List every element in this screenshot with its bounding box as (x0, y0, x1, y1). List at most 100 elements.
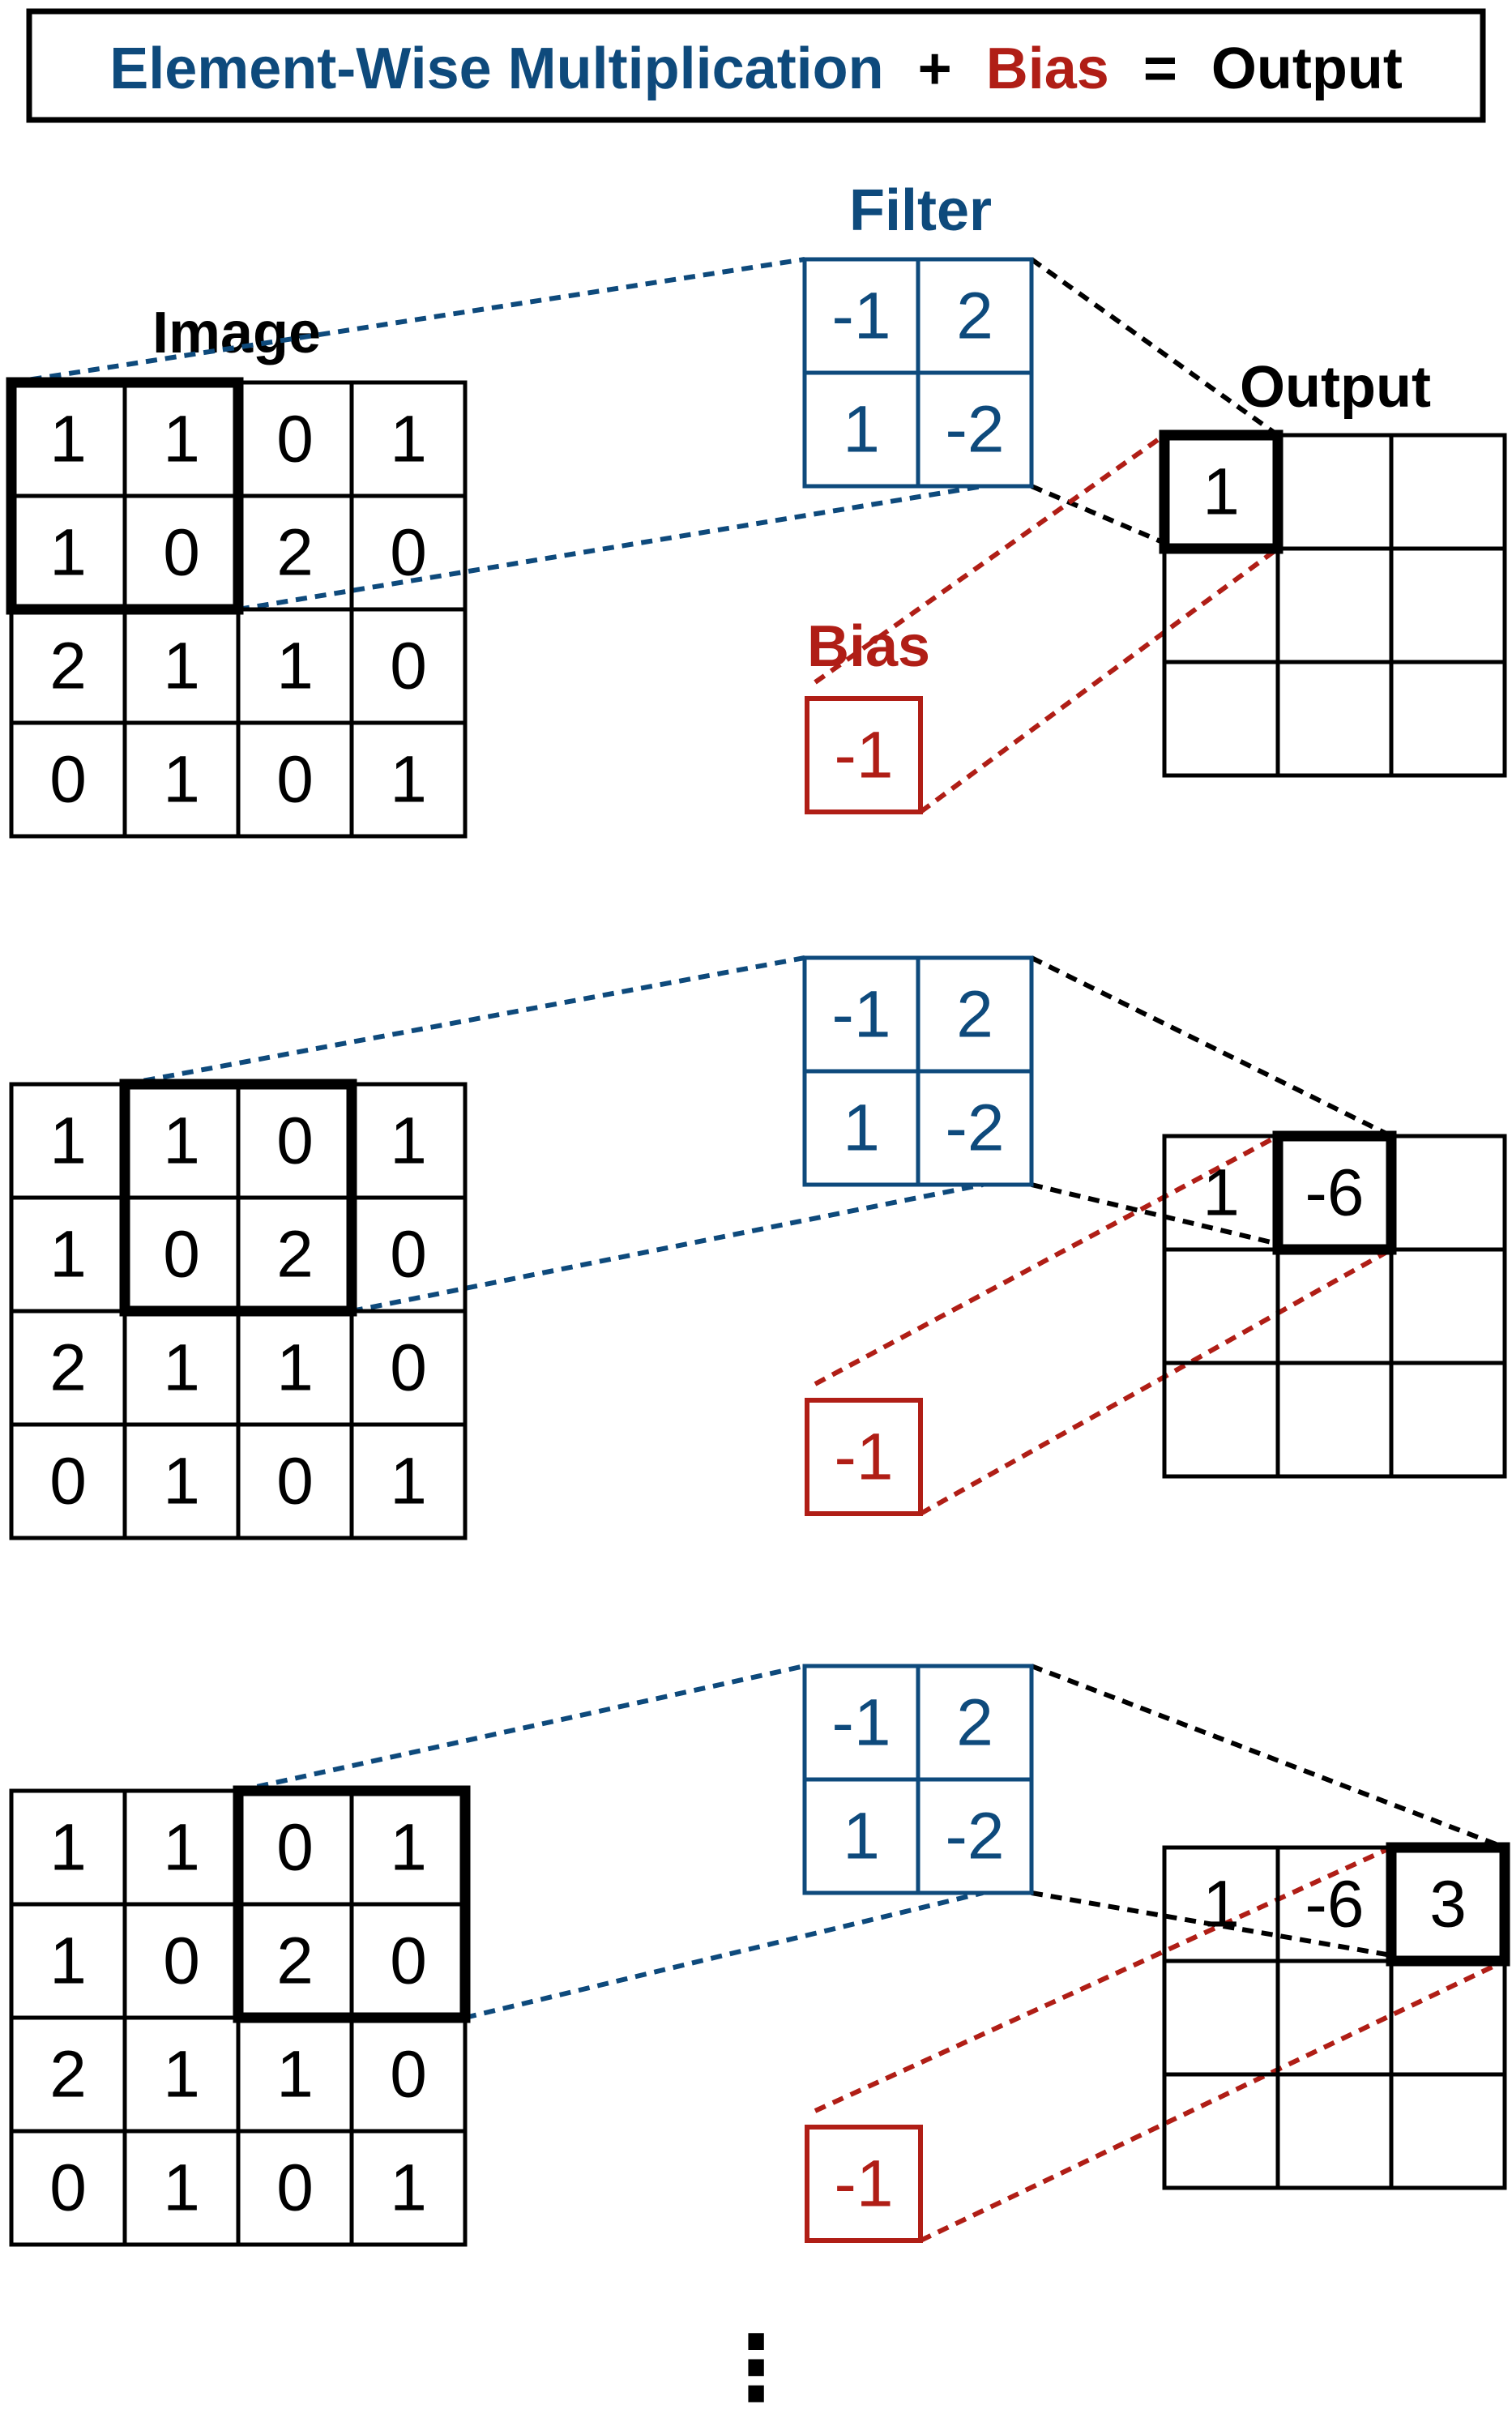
image-cell-value: 2 (49, 630, 87, 703)
filter-cell-value: 1 (843, 1091, 880, 1165)
image-cell-value: 0 (390, 516, 427, 590)
image-cell-value: 1 (163, 1104, 200, 1178)
filter-to-output-connector-bottom (1031, 1182, 1279, 1246)
output-cell-value: 1 (1202, 1156, 1240, 1230)
output-cell (1162, 660, 1280, 778)
output-cell (1275, 660, 1394, 778)
filter-cell (916, 1664, 1034, 1782)
output-cell (1389, 546, 1507, 664)
image-to-filter-connector-top (11, 257, 805, 385)
title-part-bias: Bias (986, 36, 1109, 101)
current-output-cell (1386, 1842, 1510, 1967)
filter-cell-value: 1 (843, 393, 880, 467)
image-cell-value: 0 (163, 1925, 200, 1998)
current-output-cell (1159, 429, 1283, 554)
filter-to-output-connector-bottom (1031, 1890, 1392, 1958)
image-cell (349, 720, 468, 839)
image-cell-value: 1 (163, 403, 200, 476)
image-cell-value: 1 (276, 630, 314, 703)
filter-label: Filter (849, 178, 992, 243)
image-cell-value: 0 (276, 743, 314, 817)
output-cell (1162, 1959, 1280, 2077)
image-cell-value: 1 (49, 1104, 87, 1178)
filter-cell-value: -1 (832, 1686, 891, 1760)
filter-cell-value: -1 (832, 978, 891, 1052)
image-cell-value: 0 (390, 1925, 427, 1998)
image-cell-value: 1 (390, 1104, 427, 1178)
image-cell-value: 0 (276, 1104, 314, 1178)
output-cell (1162, 546, 1280, 664)
image-cell-value: 1 (49, 1218, 87, 1292)
receptive-window (119, 1079, 357, 1317)
output-cell (1162, 1247, 1280, 1365)
image-to-filter-connector-bottom (237, 484, 984, 612)
image-cell-value: 2 (49, 2038, 87, 2112)
title-part-multiplication: Element-Wise Multiplication (109, 36, 883, 101)
image-cell-value: 1 (49, 403, 87, 476)
receptive-window (6, 377, 244, 615)
bias-to-output-connector-bottom (919, 1959, 1506, 2243)
image-to-filter-connector-top (237, 1664, 805, 1793)
image-cell-value: 1 (390, 2151, 427, 2225)
output-cell (1275, 1361, 1394, 1479)
image-cell-value: 1 (390, 1445, 427, 1519)
bias-box (805, 2125, 923, 2243)
image-to-filter-connector-bottom (351, 1182, 984, 1314)
image-cell-value: 1 (276, 1331, 314, 1405)
filter-cell (916, 370, 1034, 489)
image-cell-value: 1 (163, 1445, 200, 1519)
output-cell (1389, 660, 1507, 778)
image-to-filter-connector-bottom (464, 1890, 984, 2020)
image-label: Image (152, 301, 321, 365)
image-cell-value: 0 (163, 1218, 200, 1292)
image-cell-value: 0 (276, 1811, 314, 1885)
image-cell-value: 2 (276, 516, 314, 590)
output-cell-value: 3 (1429, 1868, 1467, 1942)
image-cell-value: 1 (390, 743, 427, 817)
output-cell-value: 1 (1202, 1868, 1240, 1942)
filter-cell-value: -1 (832, 280, 891, 353)
image-cell (349, 2129, 468, 2247)
image-cell-value: 1 (390, 403, 427, 476)
bias-to-output-connector-top (814, 1134, 1279, 1386)
output-cell (1275, 433, 1394, 551)
title: Element-Wise Multiplication + Bias = Out… (109, 36, 1403, 101)
image-cell-value: 1 (163, 1811, 200, 1885)
image-cell-value: 1 (49, 1811, 87, 1885)
filter-cell-value: 2 (956, 978, 993, 1052)
filter-to-output-connector-top (1030, 1664, 1506, 1850)
image-cell-value: 0 (276, 1445, 314, 1519)
output-cell (1389, 1959, 1507, 2077)
filter-to-output-connector-top (1030, 257, 1279, 438)
filter-cell-value: -2 (946, 1091, 1005, 1165)
image-cell-value: 2 (276, 1218, 314, 1292)
image-cell (349, 1422, 468, 1540)
title-equals: = (1143, 36, 1177, 101)
image-to-filter-connector-top (124, 955, 805, 1087)
output-cell (1389, 1134, 1507, 1252)
image-cell-value: 0 (390, 630, 427, 703)
image-cell-value: 0 (49, 1445, 87, 1519)
image-cell-value: 0 (49, 2151, 87, 2225)
image-cell-value: 1 (276, 2038, 314, 2112)
bias-to-output-connector-top (814, 1845, 1393, 2113)
title-part-output: Output (1211, 36, 1403, 101)
output-cell (1162, 1361, 1280, 1479)
image-cell-value: 1 (163, 743, 200, 817)
output-cell (1162, 2072, 1280, 2190)
image-cell-value: 2 (276, 1925, 314, 1998)
output-cell-value: -6 (1305, 1868, 1365, 1942)
image-cell-value: 1 (49, 516, 87, 590)
filter-cell-value: 1 (843, 1800, 880, 1873)
filter-cell (916, 955, 1034, 1074)
image-cell-value: 2 (49, 1331, 87, 1405)
image-cell-value: 1 (163, 2038, 200, 2112)
bias-value: -1 (835, 719, 894, 792)
bias-box (805, 1398, 923, 1516)
output-cell-value: 1 (1202, 455, 1240, 529)
filter-to-output-connector-top (1030, 955, 1393, 1138)
filter-cell-value: 2 (956, 280, 993, 353)
